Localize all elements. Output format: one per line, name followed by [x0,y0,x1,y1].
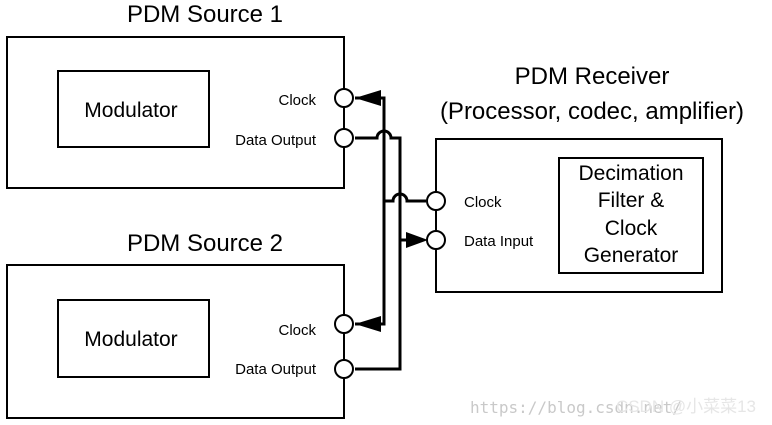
receiver-box [435,138,723,293]
source-2-data-port [334,359,354,379]
data-arrow-receiver [406,232,428,248]
watermark-url: https://blog.csdn.net/ [470,398,682,417]
decimation-line-4: Generator [584,244,679,267]
source-1-modulator-label: Modulator [84,99,177,122]
source-2-clock-port [334,314,354,334]
source-2-data-label: Data Output [235,361,317,378]
receiver-title: PDM Receiver [515,63,670,90]
pdm-source-2: PDM Source 2 Modulator Clock Data Output [6,230,345,419]
source-2-modulator-box [57,299,210,378]
pdm-source-1: PDM Source 1 Modulator Clock Data Output [6,1,345,189]
source-1-data-port [334,128,354,148]
receiver-data-port [426,230,446,250]
source-2-modulator-label: Modulator [84,328,177,351]
source-1-title: PDM Source 1 [127,1,283,28]
source-1-box [6,36,345,189]
source-1-clock-port [334,88,354,108]
receiver-subtitle: (Processor, codec, amplifier) [440,98,744,125]
source-1-modulator-box [57,70,210,148]
decimation-line-1: Decimation [578,162,683,185]
receiver-clock-label: Clock [464,194,502,211]
receiver-clock-port [426,191,446,211]
clock-to-receiver-wire [384,192,426,203]
pdm-receiver: PDM Receiver (Processor, codec, amplifie… [435,63,744,293]
decimation-line-2: Filter & [598,189,665,212]
decimation-box [558,157,704,274]
source-2-title: PDM Source 2 [127,230,283,257]
clock-arrow-source-1 [355,90,381,106]
clock-arrow-source-2 [355,316,381,332]
receiver-data-label: Data Input [464,233,534,250]
watermark-csdn: CSDN @小菜菜13 [616,397,756,416]
source-1-data-label: Data Output [235,132,317,149]
connections [355,90,428,371]
source-2-clock-label: Clock [278,322,316,339]
data-output-1-wire [355,129,411,242]
source-2-box [6,264,345,419]
watermark: https://blog.csdn.net/ CSDN @小菜菜13 [470,397,756,417]
data-output-2-wire [355,240,402,371]
ports [334,88,446,379]
decimation-line-3: Clock [605,217,658,240]
source-1-clock-label: Clock [278,92,316,109]
